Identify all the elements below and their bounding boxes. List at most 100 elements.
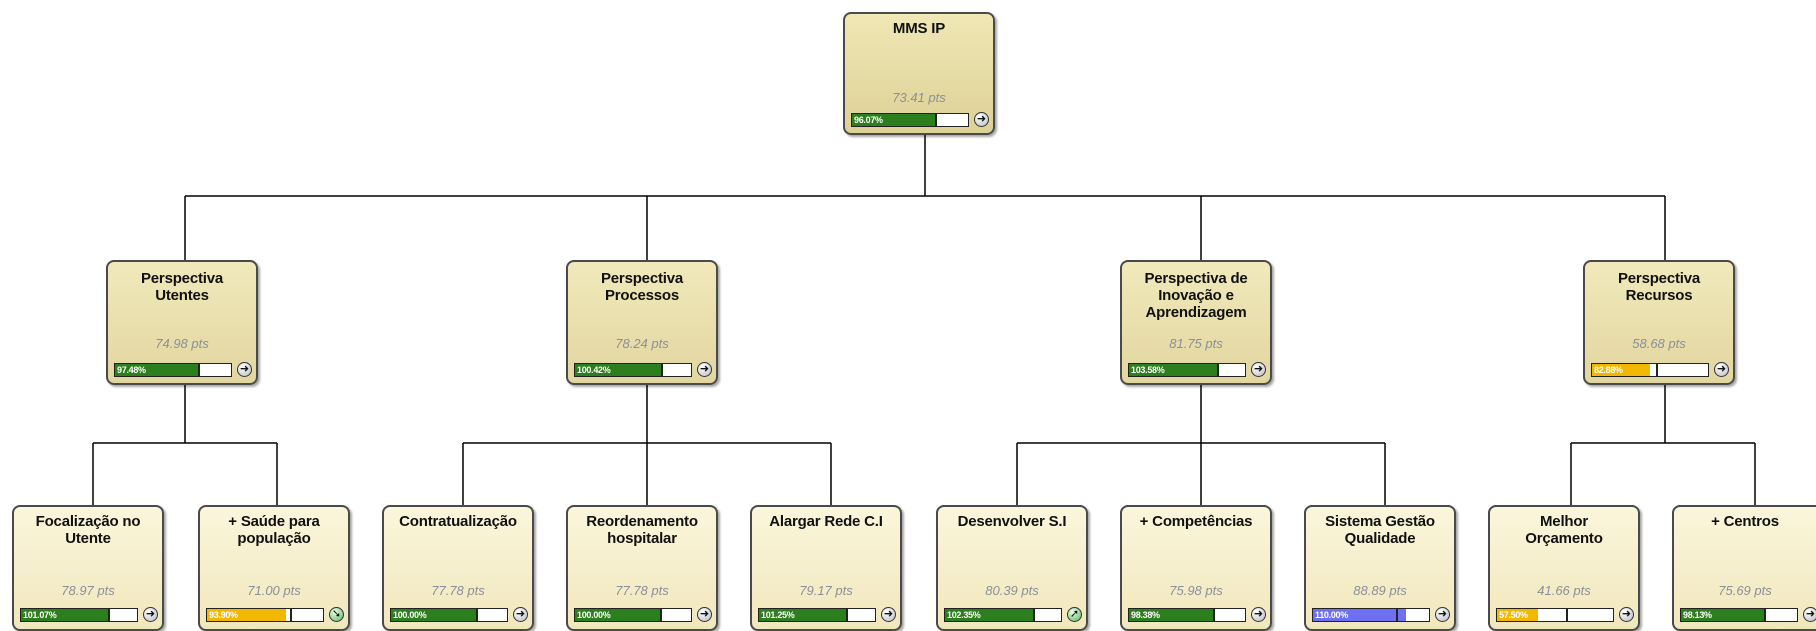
- progress-bar: 100.42%: [574, 363, 692, 377]
- node-title: Perspectiva Processos: [600, 270, 684, 304]
- progress-percent: 98.38%: [1131, 610, 1160, 620]
- progress-bar: 98.38%: [1128, 608, 1246, 622]
- arrow-diagonal-icon[interactable]: ➘: [329, 607, 344, 622]
- progress-fill: [1313, 609, 1406, 621]
- node-title: MMS IP: [892, 20, 946, 37]
- node-score: 58.68 pts: [1632, 336, 1686, 351]
- progress-fill: [21, 609, 110, 621]
- progress-bar: 100.00%: [390, 608, 508, 622]
- arrow-right-icon[interactable]: ➜: [1251, 362, 1266, 377]
- progress-percent: 110.00%: [1315, 610, 1348, 620]
- node-centros[interactable]: + Centros 75.69 pts 98.13% ➜: [1672, 505, 1816, 631]
- progress-fill: [391, 609, 477, 621]
- target-marker: [1395, 609, 1398, 621]
- progress-bar: 110.00%: [1312, 608, 1430, 622]
- node-focalizacao-utente[interactable]: Focalização no Utente 78.97 pts 101.07% …: [12, 505, 164, 631]
- node-title: Alargar Rede C.I: [769, 513, 883, 530]
- progress-bar: 93.90%: [206, 608, 324, 622]
- node-title: Perspectiva Utentes: [140, 270, 224, 304]
- node-reordenamento-hospitalar[interactable]: Reordenamento hospitalar 77.78 pts 100.0…: [566, 505, 718, 631]
- progress-percent: 93.90%: [209, 610, 238, 620]
- arrow-right-icon[interactable]: ➜: [513, 607, 528, 622]
- node-title: Focalização no Utente: [35, 513, 141, 547]
- arrow-right-icon[interactable]: ➜: [697, 362, 712, 377]
- node-perspectiva-recursos[interactable]: Perspectiva Recursos 58.68 pts 82.88% ➜: [1583, 260, 1735, 385]
- arrow-up-right-icon[interactable]: ➚: [1067, 607, 1082, 622]
- node-perspectiva-inovacao[interactable]: Perspectiva de Inovação e Aprendizagem 8…: [1120, 260, 1272, 385]
- arrow-right-icon[interactable]: ➜: [237, 362, 252, 377]
- arrow-right-icon[interactable]: ➜: [143, 607, 158, 622]
- progress-bar: 57.50%: [1496, 608, 1614, 622]
- node-score: 75.69 pts: [1718, 583, 1772, 598]
- progress-percent: 100.00%: [393, 610, 427, 620]
- node-title: Melhor Orçamento: [1525, 513, 1603, 547]
- node-saude-populacao[interactable]: + Saúde para população 71.00 pts 93.90% …: [198, 505, 350, 631]
- progress-fill: [575, 364, 662, 376]
- progress-fill: [1129, 364, 1219, 376]
- progress-percent: 57.50%: [1499, 610, 1528, 620]
- progress-bar: 101.25%: [758, 608, 876, 622]
- node-title: Sistema Gestão Qualidade: [1325, 513, 1435, 547]
- progress-bar: 101.07%: [20, 608, 138, 622]
- progress-percent: 102.35%: [947, 610, 981, 620]
- node-alargar-rede[interactable]: Alargar Rede C.I 79.17 pts 101.25% ➜: [750, 505, 902, 631]
- progress-percent: 100.42%: [577, 365, 611, 375]
- arrow-right-icon[interactable]: ➜: [1251, 607, 1266, 622]
- progress-bar: 100.00%: [574, 608, 692, 622]
- arrow-right-icon[interactable]: ➜: [1435, 607, 1450, 622]
- progress-fill: [852, 114, 936, 126]
- target-marker: [659, 609, 662, 621]
- progress-fill: [1681, 609, 1765, 621]
- target-marker: [846, 609, 849, 621]
- node-score: 77.78 pts: [431, 583, 485, 598]
- node-title: Desenvolver S.I: [957, 513, 1067, 530]
- node-score: 79.17 pts: [799, 583, 853, 598]
- arrow-right-icon[interactable]: ➜: [697, 607, 712, 622]
- target-marker: [661, 364, 663, 376]
- target-marker: [1565, 609, 1568, 621]
- node-score: 77.78 pts: [615, 583, 669, 598]
- node-score: 75.98 pts: [1169, 583, 1223, 598]
- progress-fill: [115, 364, 199, 376]
- progress-fill: [207, 609, 286, 621]
- target-marker: [934, 114, 937, 126]
- node-score: 78.24 pts: [615, 336, 669, 351]
- arrow-right-icon[interactable]: ➜: [974, 112, 989, 127]
- node-perspectiva-utentes[interactable]: Perspectiva Utentes 74.98 pts 97.48% ➜: [106, 260, 258, 385]
- progress-percent: 82.88%: [1594, 365, 1623, 375]
- target-marker: [197, 364, 200, 376]
- node-perspectiva-processos[interactable]: Perspectiva Processos 78.24 pts 100.42% …: [566, 260, 718, 385]
- node-melhor-orcamento[interactable]: Melhor Orçamento 41.66 pts 57.50% ➜: [1488, 505, 1640, 631]
- node-title: Perspectiva Recursos: [1617, 270, 1701, 304]
- progress-fill: [1592, 364, 1650, 376]
- target-marker: [108, 609, 111, 621]
- node-contratualizacao[interactable]: Contratualização 77.78 pts 100.00% ➜: [382, 505, 534, 631]
- progress-percent: 98.13%: [1683, 610, 1712, 620]
- node-desenvolver-si[interactable]: Desenvolver S.I 80.39 pts 102.35% ➚: [936, 505, 1088, 631]
- progress-percent: 97.48%: [117, 365, 146, 375]
- node-title: + Competências: [1139, 513, 1253, 530]
- arrow-right-icon[interactable]: ➜: [881, 607, 896, 622]
- node-score: 78.97 pts: [61, 583, 115, 598]
- progress-percent: 103.58%: [1131, 365, 1165, 375]
- arrow-right-icon[interactable]: ➜: [1803, 607, 1816, 622]
- progress-fill: [759, 609, 848, 621]
- progress-bar: 97.48%: [114, 363, 232, 377]
- progress-percent: 101.25%: [761, 610, 795, 620]
- progress-percent: 100.00%: [577, 610, 611, 620]
- node-score: 74.98 pts: [155, 336, 209, 351]
- node-root[interactable]: MMS IP 73.41 pts 96.07% ➜: [843, 12, 995, 135]
- progress-percent: 101.07%: [23, 610, 57, 620]
- arrow-right-icon[interactable]: ➜: [1714, 362, 1729, 377]
- node-score: 71.00 pts: [247, 583, 301, 598]
- progress-bar: 98.13%: [1680, 608, 1798, 622]
- node-sistema-gestao-qualidade[interactable]: Sistema Gestão Qualidade 88.89 pts 110.0…: [1304, 505, 1456, 631]
- node-competencias[interactable]: + Competências 75.98 pts 98.38% ➜: [1120, 505, 1272, 631]
- node-title: Perspectiva de Inovação e Aprendizagem: [1144, 270, 1248, 321]
- arrow-right-icon[interactable]: ➜: [1619, 607, 1634, 622]
- progress-bar: 82.88%: [1591, 363, 1709, 377]
- progress-bar: 96.07%: [851, 113, 969, 127]
- node-title: + Saúde para população: [228, 513, 320, 547]
- target-marker: [289, 609, 292, 621]
